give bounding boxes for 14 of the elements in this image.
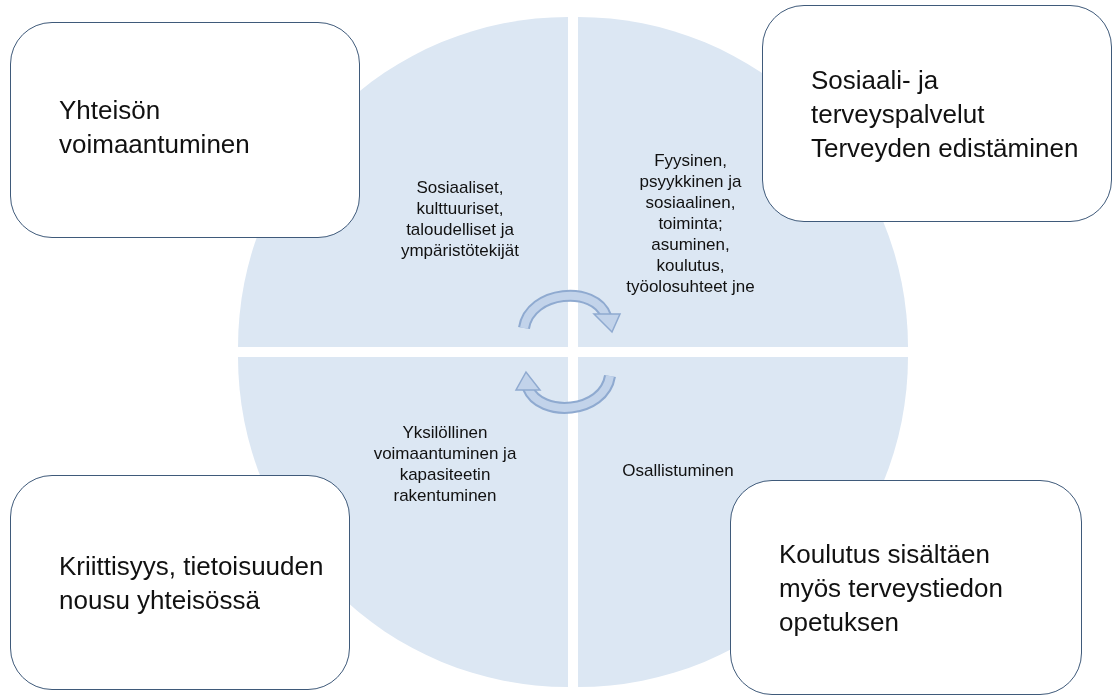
box-text: Koulutus sisältäen myös terveystiedon opetuksen <box>779 537 1004 639</box>
box-text: Yhteisön voimaantuminen <box>59 94 251 161</box>
cycle-arrow <box>514 370 616 414</box>
quadrant-text: Sosiaaliset, kulttuuriset, taloudelliset ja ympäristötekijät <box>399 177 521 261</box>
cycle-arrow <box>518 289 622 334</box>
rounded-box <box>762 5 1112 222</box>
rounded-box <box>730 480 1082 695</box>
quadrant-text: Fyysinen, psyykkinen ja sosiaalinen, toiminta; asuminen, koulutus, työolosuhteet jne <box>625 150 756 297</box>
box-text: Kriittisyys, tietoisuuden nousu yhteisössä <box>59 549 325 617</box>
box-text: Sosiaali- ja terveyspalvelut Terveyden edistäminen <box>811 63 1080 165</box>
rounded-box <box>10 22 360 238</box>
quadrant-text: Yksilöllinen voimaantuminen ja kapasiteetin rakentuminen <box>372 422 518 506</box>
quadrant-text: Osallistuminen <box>621 460 735 481</box>
rounded-box <box>10 475 350 690</box>
